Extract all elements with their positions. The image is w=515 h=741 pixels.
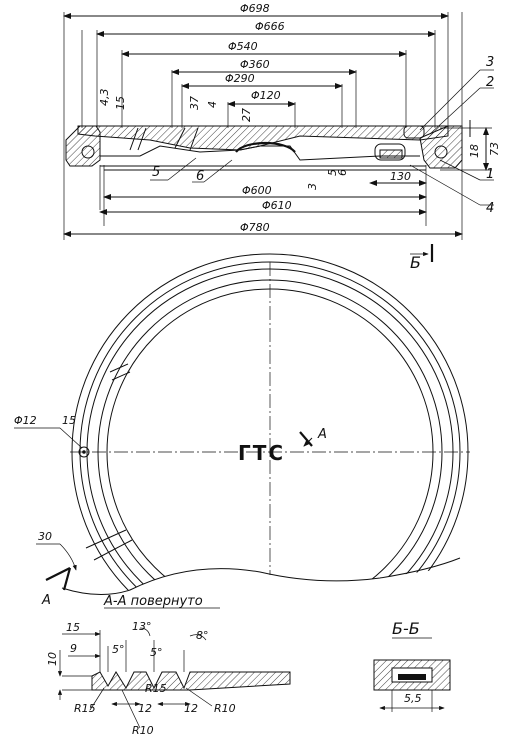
callout-5: 5: [152, 165, 160, 180]
bb-dim: 5,5: [404, 692, 422, 705]
angle-30: 30: [38, 530, 52, 543]
section-a-marker-left: A: [41, 593, 51, 608]
dim-290: Φ290: [225, 72, 255, 85]
dim-18: 18: [468, 144, 481, 158]
dim-27: 27: [240, 108, 253, 122]
hole-count: 15: [62, 414, 76, 427]
aa-dim-13deg: 13°: [132, 620, 152, 633]
aa-dim-5deg-a: 5°: [112, 643, 125, 656]
dim-5: 5: [326, 169, 339, 176]
dim-360: Φ360: [240, 58, 270, 71]
dim-130: 130: [390, 170, 411, 183]
callout-4: 4: [486, 201, 494, 216]
callout-2: 2: [486, 75, 494, 90]
section-bb: Б-Б 5,5: [373, 619, 451, 712]
view-marker-b: Б: [410, 253, 421, 272]
dim-6: 6: [336, 169, 349, 176]
extension-lines: [63, 12, 463, 240]
aa-dim-12-a: 12: [138, 702, 152, 715]
mounting-hole: [78, 446, 90, 458]
aa-dim-r10-a: R10: [214, 702, 236, 715]
dim-600: Φ600: [242, 184, 272, 197]
dim-120: Φ120: [251, 89, 281, 102]
callout-6: 6: [196, 169, 204, 184]
dim-666: Φ666: [255, 20, 285, 33]
section-bb-title: Б-Б: [392, 619, 420, 638]
aa-dim-5deg-b: 5°: [150, 646, 163, 659]
dim-4: 4: [206, 101, 219, 108]
aa-dim-r10-b: R10: [132, 724, 154, 737]
hole-diameter: Φ12: [14, 414, 37, 427]
section-aa-title: А-А повернуто: [103, 594, 203, 609]
dim-610: Φ610: [262, 199, 292, 212]
dim-698: Φ698: [240, 2, 270, 15]
callout-3: 3: [486, 55, 494, 70]
marking-gts: ГТС: [238, 441, 285, 465]
aa-dim-9: 9: [70, 642, 77, 655]
aa-dim-8deg: 8°: [196, 629, 209, 642]
section-aa: А-А повернуто 15 13° 9 5° 5° 8° 10 R15 R…: [46, 594, 291, 737]
aa-dim-10: 10: [46, 652, 59, 666]
aa-dim-r15-a: R15: [74, 702, 96, 715]
section-a-marker-center: A: [317, 427, 327, 442]
dim-37: 37: [188, 96, 201, 110]
dim-780: Φ780: [240, 221, 270, 234]
plan-view: Φ12 15 ГТС A 30 A: [14, 253, 470, 608]
aa-dim-15: 15: [66, 621, 80, 634]
section-elevation-view: Φ698 Φ666 Φ540 Φ360 Φ290 Φ120 Φ600 Φ610 …: [63, 2, 501, 272]
callout-1: 1: [486, 167, 494, 182]
callout-leaders: [150, 69, 494, 206]
dim-4-3: 4,3: [98, 89, 111, 107]
cover-casting: [65, 125, 463, 171]
dim-3: 3: [306, 183, 319, 190]
aa-dim-r15-b: R15: [145, 682, 167, 695]
dimension-lines: [63, 13, 492, 237]
dim-15: 15: [114, 96, 127, 110]
dim-540: Φ540: [228, 40, 258, 53]
dim-73: 73: [488, 142, 501, 156]
